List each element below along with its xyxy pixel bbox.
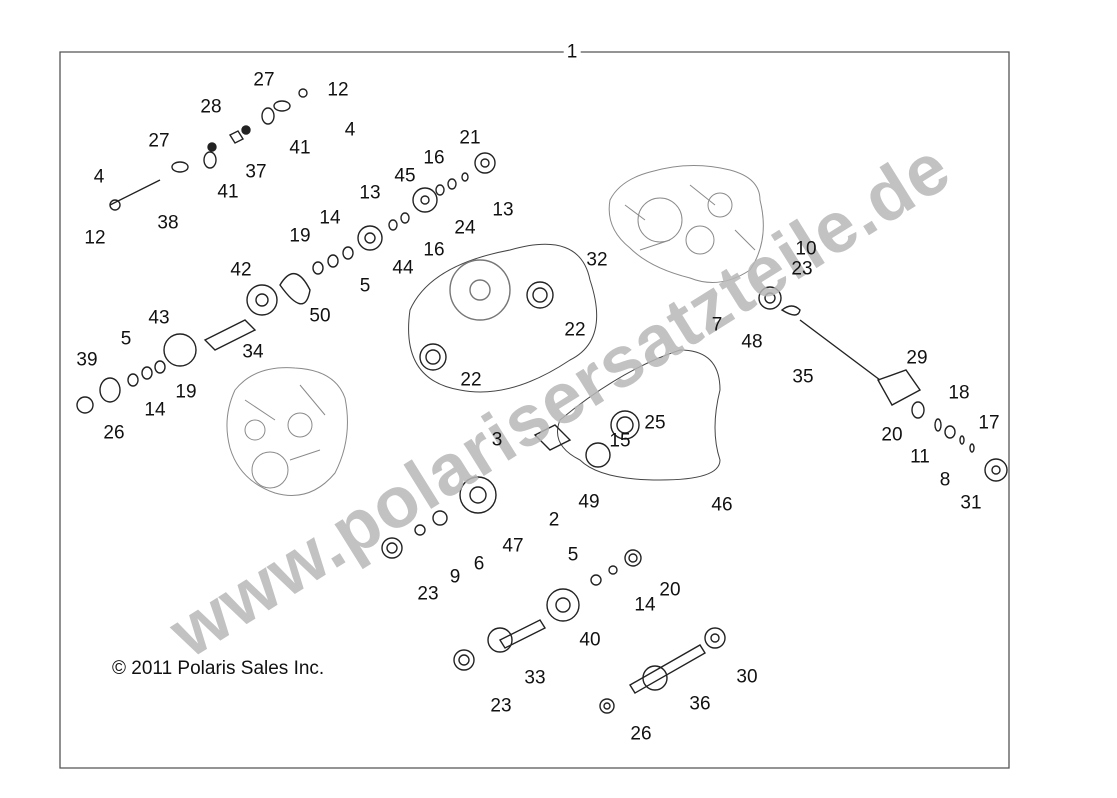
- part-callout-32: 32: [586, 249, 608, 271]
- part-callout-11: 11: [910, 446, 930, 468]
- part-callout-33: 33: [524, 667, 546, 689]
- diagram-frame: [59, 51, 1010, 769]
- part-callout-5: 5: [120, 328, 132, 350]
- part-callout-48: 48: [741, 331, 763, 353]
- part-callout-16: 16: [423, 147, 445, 169]
- part-callout-27: 27: [253, 69, 275, 91]
- part-callout-41: 41: [289, 137, 311, 159]
- part-callout-9: 9: [449, 566, 461, 588]
- part-callout-45: 45: [394, 165, 416, 187]
- part-callout-20: 20: [881, 424, 903, 446]
- part-callout-16: 16: [423, 239, 445, 261]
- part-callout-13: 13: [492, 199, 514, 221]
- assembly-callout-1: 1: [563, 42, 581, 62]
- part-callout-22: 22: [564, 319, 586, 341]
- part-callout-4: 4: [93, 166, 105, 188]
- part-callout-10: 10: [795, 238, 817, 260]
- part-callout-29: 29: [906, 347, 928, 369]
- transmission-cover-icon: [226, 367, 348, 496]
- part-callout-23: 23: [490, 695, 512, 717]
- part-callout-19: 19: [175, 381, 197, 403]
- part-callout-12: 12: [327, 79, 349, 101]
- part-callout-22: 22: [460, 369, 482, 391]
- part-callout-31: 31: [960, 492, 982, 514]
- part-callout-39: 39: [76, 349, 98, 371]
- part-callout-43: 43: [148, 307, 170, 329]
- part-callout-27: 27: [148, 130, 170, 152]
- part-callout-14: 14: [319, 207, 341, 229]
- part-callout-14: 14: [144, 399, 166, 421]
- part-callout-24: 24: [454, 217, 476, 239]
- part-callout-18: 18: [948, 382, 970, 404]
- part-callout-42: 42: [230, 259, 252, 281]
- parts-artwork: [76, 88, 1008, 714]
- part-callout-5: 5: [359, 275, 371, 297]
- transmission-case-icon: [608, 165, 764, 283]
- copyright-notice: © 2011 Polaris Sales Inc.: [112, 658, 325, 679]
- part-callout-2: 2: [548, 509, 560, 531]
- part-callout-20: 20: [659, 579, 681, 601]
- part-callout-8: 8: [939, 469, 951, 491]
- assembly-outline-46: [557, 349, 721, 481]
- part-callout-36: 36: [689, 693, 711, 715]
- part-callout-19: 19: [289, 225, 311, 247]
- part-callout-3: 3: [491, 429, 503, 451]
- part-callout-15: 15: [609, 430, 631, 452]
- part-callout-30: 30: [736, 666, 758, 688]
- part-callout-38: 38: [157, 212, 179, 234]
- part-callout-46: 46: [711, 494, 733, 516]
- part-callout-34: 34: [242, 341, 264, 363]
- part-callout-49: 49: [578, 491, 600, 513]
- part-callout-37: 37: [245, 161, 267, 183]
- part-callout-5: 5: [567, 544, 579, 566]
- part-callout-35: 35: [792, 366, 814, 388]
- part-callout-41: 41: [217, 181, 239, 203]
- part-callout-17: 17: [978, 412, 1000, 434]
- part-callout-21: 21: [459, 127, 481, 149]
- part-callout-23: 23: [791, 258, 813, 280]
- assembly-outline-32: [408, 243, 598, 393]
- part-callout-14: 14: [634, 594, 656, 616]
- part-callout-26: 26: [630, 723, 652, 745]
- part-callout-7: 7: [711, 314, 723, 336]
- part-callout-47: 47: [502, 535, 524, 557]
- part-callout-50: 50: [309, 305, 331, 327]
- part-callout-6: 6: [473, 553, 485, 575]
- part-callout-44: 44: [392, 257, 414, 279]
- part-callout-25: 25: [644, 412, 666, 434]
- part-callout-23: 23: [417, 583, 439, 605]
- part-callout-28: 28: [200, 96, 222, 118]
- part-callout-13: 13: [359, 182, 381, 204]
- part-callout-12: 12: [84, 227, 106, 249]
- part-callout-40: 40: [579, 629, 601, 651]
- part-callout-26: 26: [103, 422, 125, 444]
- part-callout-4: 4: [344, 119, 356, 141]
